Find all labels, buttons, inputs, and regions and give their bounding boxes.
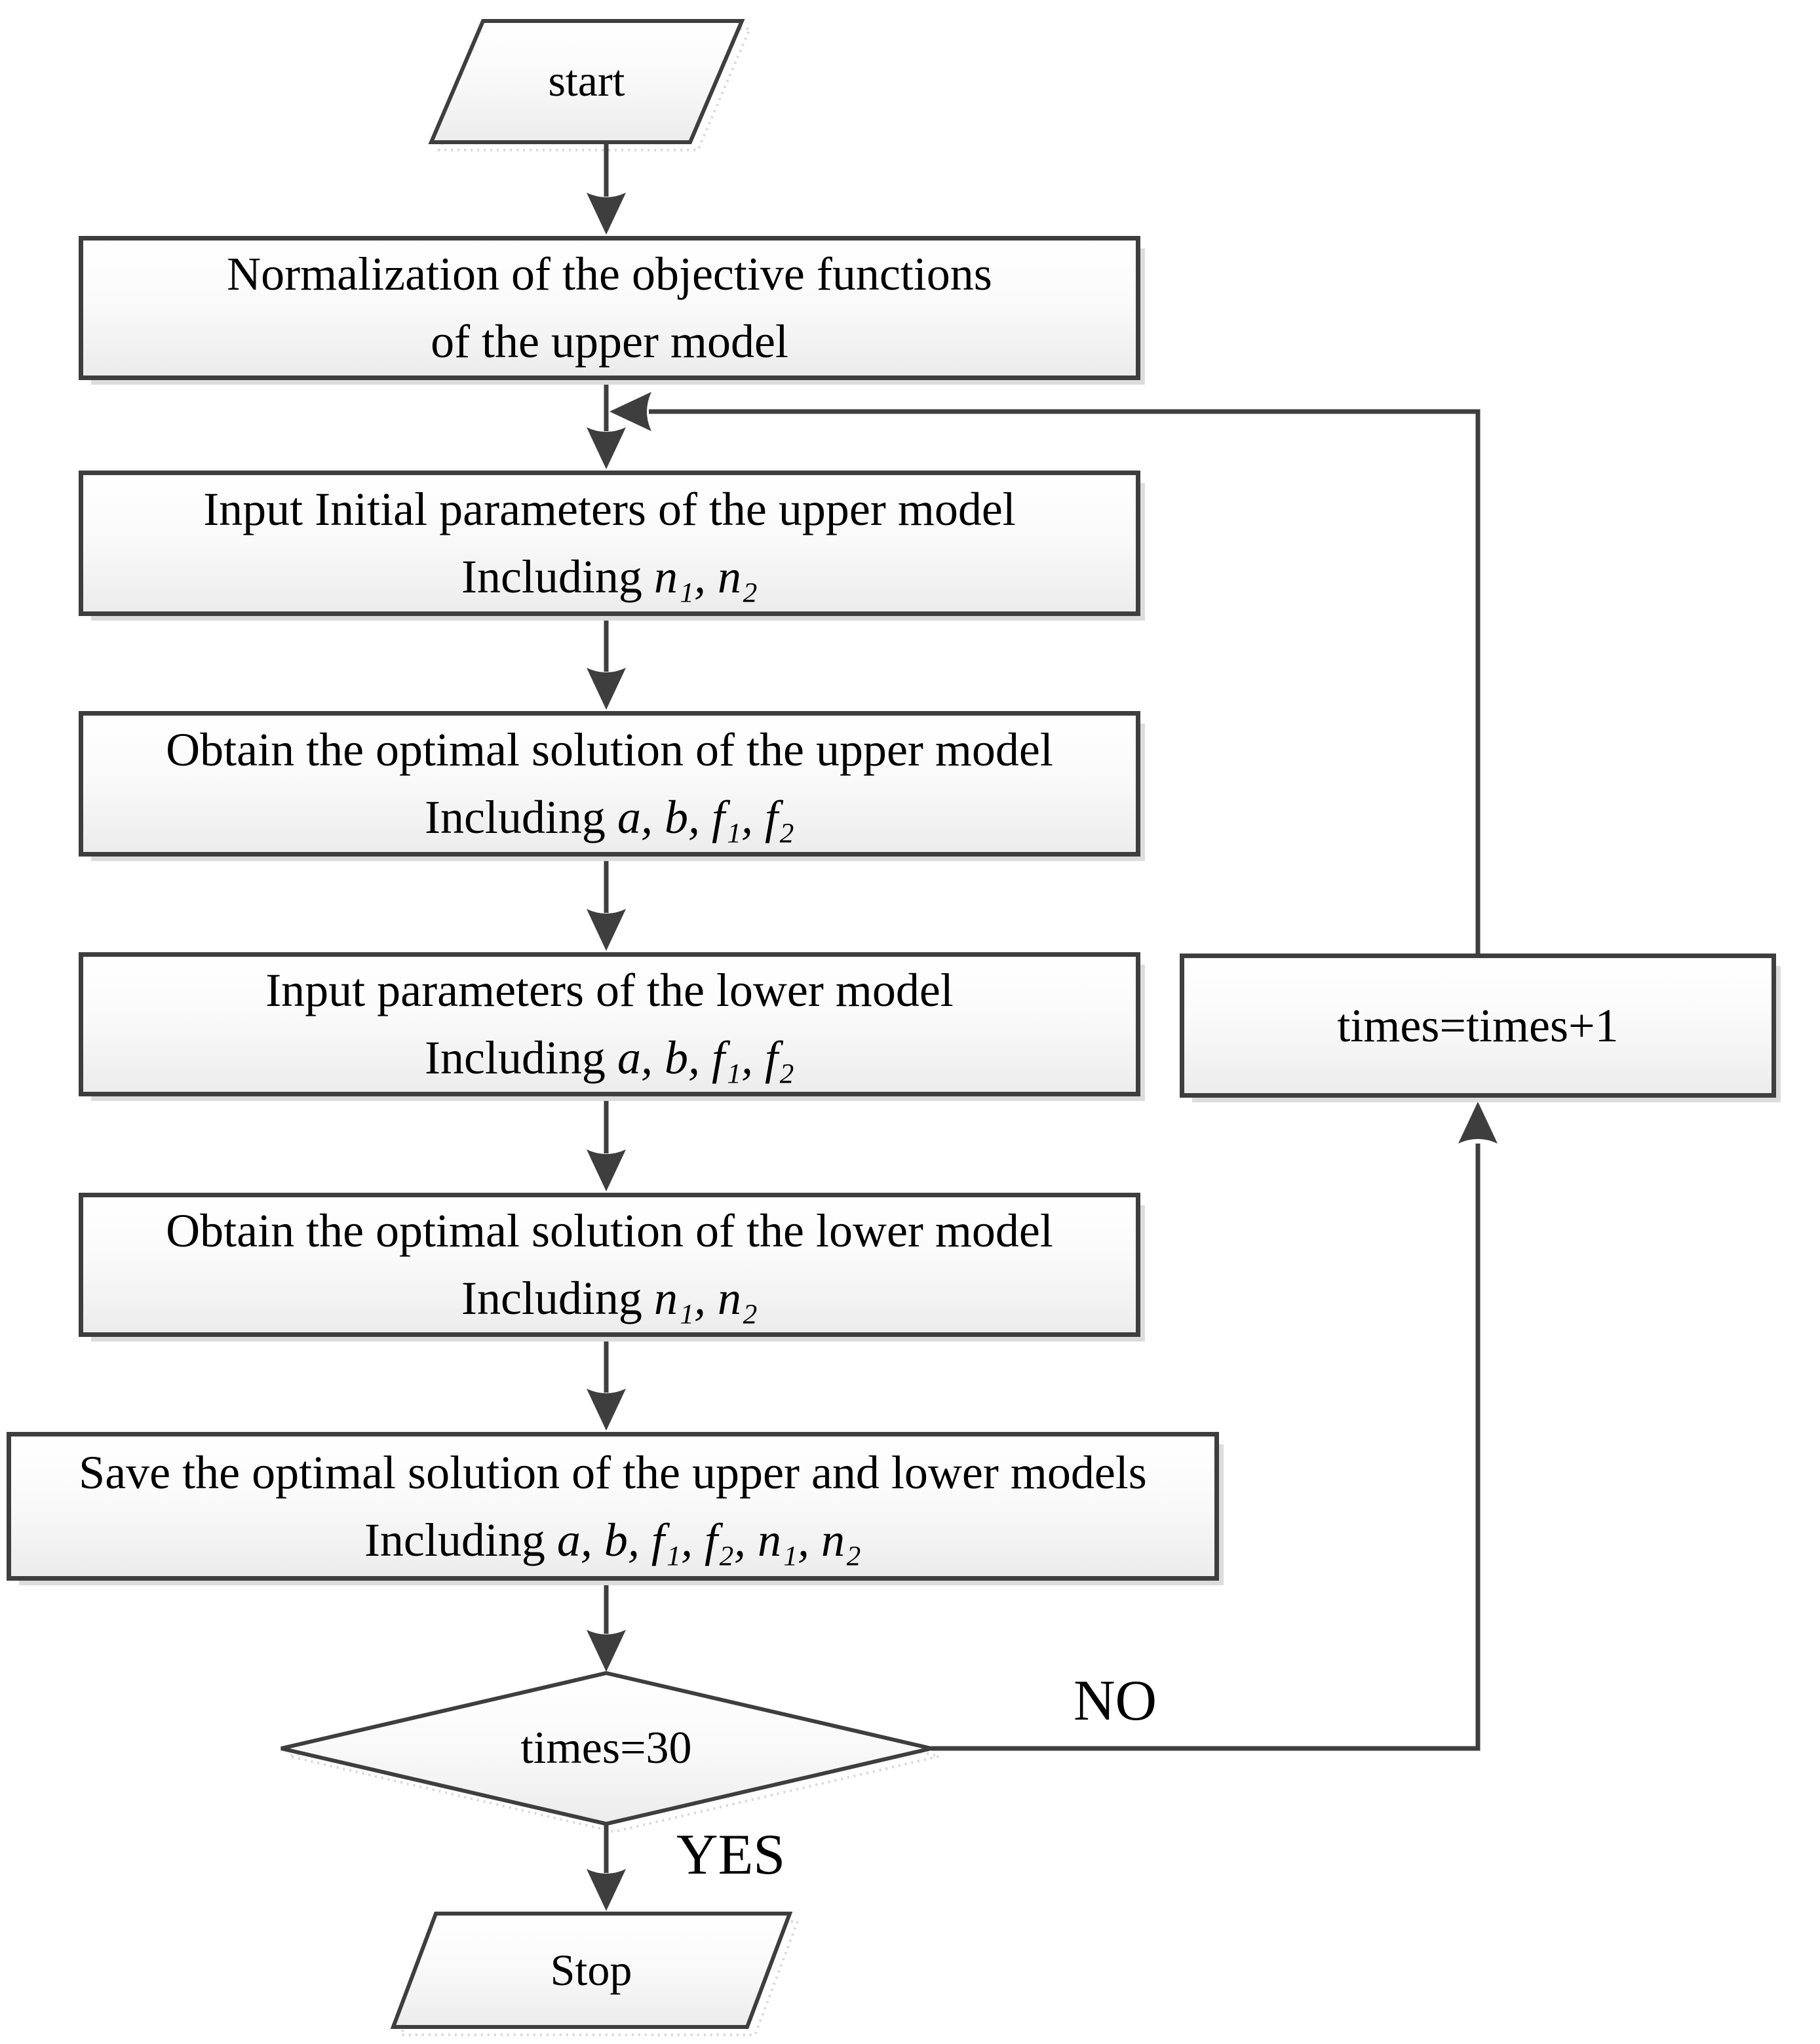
yes-branch-label: YES (676, 1823, 786, 1887)
process-box-input-lower: Input parameters of the lower model Incl… (79, 952, 1140, 1096)
process-box-input-upper: Input Initial parameters of the upper mo… (79, 471, 1140, 616)
save-line1: Save the optimal solution of the upper a… (79, 1446, 1147, 1499)
no-branch-label: NO (1074, 1669, 1157, 1733)
obtain-lower-line1: Obtain the optimal solution of the lower… (166, 1205, 1053, 1257)
arrowhead-into-obtain-upper-icon (587, 668, 626, 710)
start-terminator-shape (428, 19, 745, 144)
process-box-obtain-upper: Obtain the optimal solution of the upper… (79, 711, 1140, 857)
obtain-upper-line1: Obtain the optimal solution of the upper… (166, 723, 1053, 776)
process-box-obtain-lower: Obtain the optimal solution of the lower… (79, 1193, 1140, 1337)
edge-increment-loopback (649, 409, 1481, 954)
input-lower-line1: Input parameters of the lower model (265, 964, 954, 1016)
edge-decision-no-branch (931, 1144, 1481, 1751)
input-upper-line1: Input Initial parameters of the upper mo… (203, 483, 1016, 535)
increment-label: times=times+1 (1337, 999, 1619, 1052)
arrowhead-into-stop-icon (587, 1869, 626, 1911)
arrowhead-into-obtain-lower-icon (587, 1149, 626, 1191)
arrowhead-into-input-lower-icon (587, 909, 626, 951)
stop-terminator-shape (390, 1912, 793, 2029)
normalize-line1: Normalization of the objective functions (227, 248, 992, 300)
decision-diamond-shape (281, 1670, 932, 1826)
decision-label: times=30 (520, 1723, 692, 1773)
normalize-line2: of the upper model (431, 315, 788, 368)
start-label: start (548, 56, 625, 106)
process-box-save: Save the optimal solution of the upper a… (7, 1432, 1219, 1581)
arrowhead-into-normalize-icon (587, 193, 626, 235)
stop-label: Stop (550, 1945, 632, 1995)
arrowhead-into-increment-icon (1458, 1102, 1498, 1144)
arrowhead-loopback-junction-icon (610, 392, 651, 431)
arrowhead-into-input-upper-icon (587, 427, 626, 469)
process-box-increment: times=times+1 (1180, 954, 1776, 1098)
arrowhead-into-save-icon (587, 1389, 626, 1431)
process-box-normalize: Normalization of the objective functions… (79, 236, 1140, 380)
arrowhead-into-decision-icon (587, 1630, 626, 1672)
